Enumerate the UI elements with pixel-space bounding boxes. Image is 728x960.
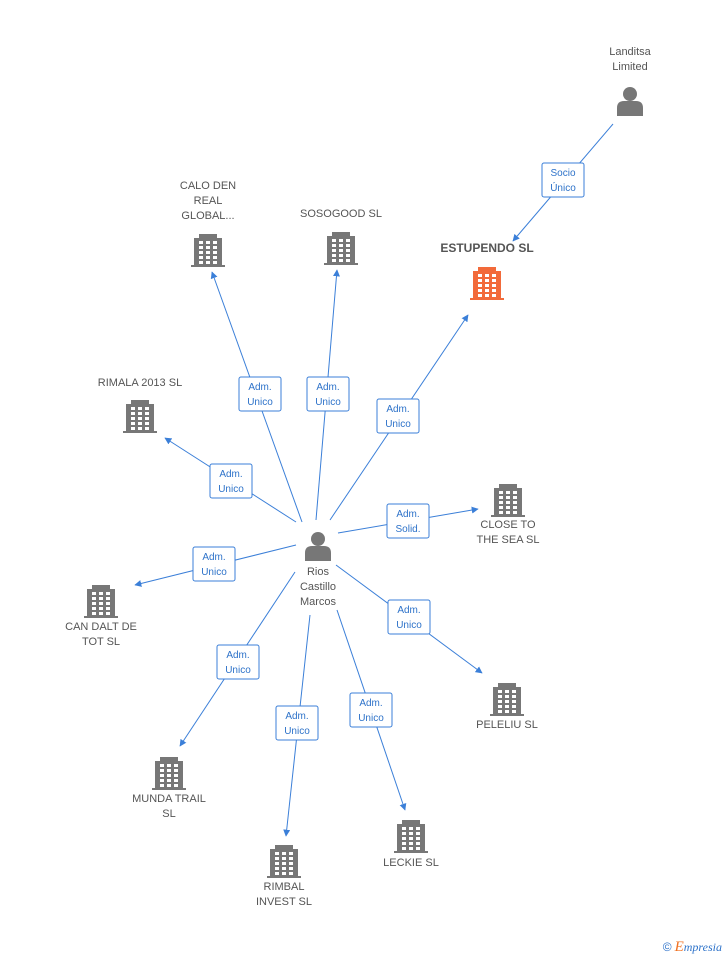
edge-label-text: Adm. [397,605,420,616]
node-label: CAN DALT DE [65,621,137,633]
edge-label-text: Unico [315,397,341,408]
edge-label-text: Unico [247,397,273,408]
edge-label-text: Unico [225,665,251,676]
edge-label-text: Único [550,181,576,194]
edge-label-text: Adm. [316,382,339,393]
node-label: INVEST SL [256,896,312,908]
node-label: Landitsa [609,46,651,58]
edge-label-rios-calo[interactable]: Adm. Unico [238,376,282,412]
copyright-icon: © [662,940,672,954]
brand-watermark: © Empresia [663,939,722,956]
brand-logo-initial: E [674,939,684,955]
building-icon [152,757,186,790]
building-icon [84,585,118,618]
node-label: SL [162,808,175,820]
node-closetothesea[interactable]: CLOSE TO THE SEA SL [477,484,540,546]
node-label: Castillo [300,581,336,593]
node-label: GLOBAL... [181,210,234,222]
node-peleliu[interactable]: PELELIU SL [476,683,538,731]
node-leckie[interactable]: LECKIE SL [383,820,439,869]
edge-label-text: Adm. [248,382,271,393]
edge-label-text: Unico [218,484,244,495]
edge-label-rios-closetothesea[interactable]: Adm. Solid. [386,503,430,539]
edge-label-rios-candalt[interactable]: Adm. Unico [192,546,236,582]
node-calo[interactable]: CALO DEN REAL GLOBAL... [180,180,236,267]
node-label: Limited [612,61,647,73]
node-estupendo[interactable]: ESTUPENDO SL [440,241,534,300]
edge-label-text: Unico [201,567,227,578]
edge-label-rios-rimbal[interactable]: Adm. Unico [275,705,319,741]
edge-label-text: Adm. [359,698,382,709]
edge-label-text: Unico [396,620,422,631]
edge-label-rios-estupendo[interactable]: Adm. Unico [376,398,420,434]
node-label: REAL [194,195,223,207]
building-icon [470,267,504,300]
edges-layer [134,123,614,837]
person-icon [617,87,643,116]
node-label: THE SEA SL [477,534,540,546]
edge-label-rios-mundatrail[interactable]: Adm. Unico [216,644,260,680]
edge-label-text: Adm. [219,469,242,480]
edge-label-rios-sosogood[interactable]: Adm. Unico [306,376,350,412]
edge-label-text: Adm. [386,404,409,415]
building-icon [394,820,428,853]
node-label: MUNDA TRAIL [132,793,206,805]
node-label: TOT SL [82,636,120,648]
building-icon [191,234,225,267]
building-icon [324,232,358,265]
edge-label-text: Adm. [226,650,249,661]
node-sosogood[interactable]: SOSOGOOD SL [300,208,382,265]
brand-logo-text: mpresia [683,940,722,954]
edge-label-text: Adm. [396,509,419,520]
edge-label-rios-peleliu[interactable]: Adm. Unico [387,599,431,635]
building-icon [267,845,301,878]
building-icon [123,400,157,433]
node-label: Marcos [300,596,337,608]
node-label: RIMALA 2013 SL [98,377,182,389]
person-icon [305,532,331,561]
building-icon [491,484,525,517]
node-label: SOSOGOOD SL [300,208,382,220]
node-label: PELELIU SL [476,719,538,731]
node-label: CLOSE TO [480,519,536,531]
edge-label-rios-rimala[interactable]: Adm. Unico [209,463,253,499]
edge-label-text: Socio [550,168,575,179]
node-mundatrail[interactable]: MUNDA TRAIL SL [132,757,206,820]
node-label: Rios [307,566,330,578]
node-rimala[interactable]: RIMALA 2013 SL [98,377,182,433]
edge-label-text: Adm. [285,711,308,722]
edge-label-text: Solid. [395,524,420,535]
edge-label-text: Unico [284,726,310,737]
building-icon [490,683,524,716]
edge-label-text: Unico [358,713,384,724]
node-label: LECKIE SL [383,857,439,869]
edge-label-text: Unico [385,419,411,430]
node-label: CALO DEN [180,180,236,192]
edge-label-rios-leckie[interactable]: Adm. Unico [349,692,393,728]
node-rimbal[interactable]: RIMBAL INVEST SL [256,845,312,908]
node-candalt[interactable]: CAN DALT DE TOT SL [65,585,137,648]
node-label: ESTUPENDO SL [440,241,533,255]
node-label: RIMBAL [264,881,305,893]
edge-labels-layer: SocioÚnicoAdm.UnicoAdm.UnicoAdm.UnicoAdm… [192,162,585,741]
edge-label-text: Adm. [202,552,225,563]
